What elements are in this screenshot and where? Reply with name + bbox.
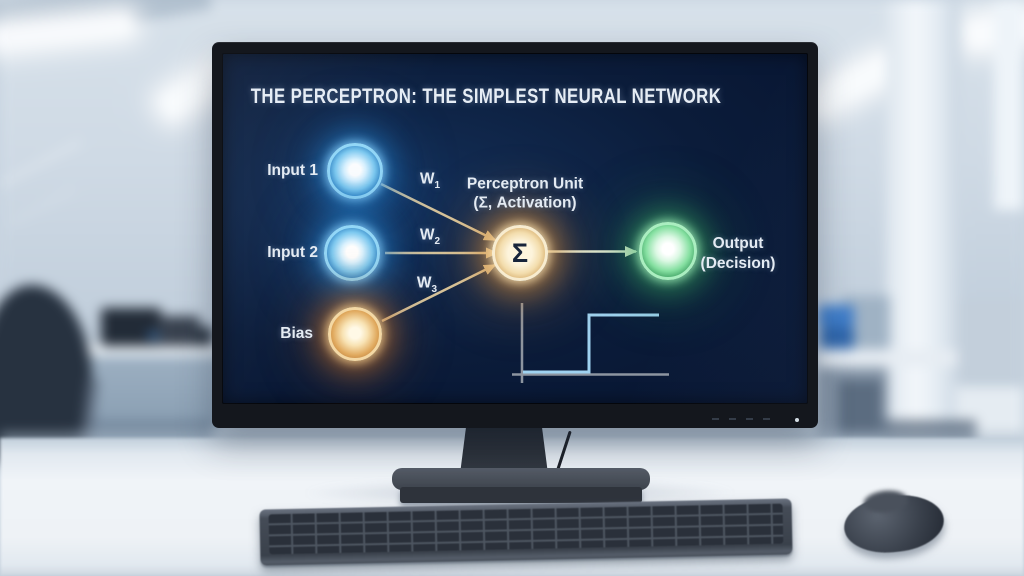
lab-equipment: [196, 327, 213, 346]
monitor-stand-base: [392, 468, 650, 490]
lab-equipment: [838, 380, 882, 438]
monitor-menu-button: [729, 418, 736, 420]
cabinet: [958, 300, 1024, 382]
bias-node: [328, 307, 382, 361]
w1-base: W: [419, 170, 435, 188]
monitor-stand-column: [460, 426, 548, 474]
input2-label: Input 2: [267, 244, 318, 261]
arrow-w1: [380, 182, 497, 242]
monitor: THE PERCEPTRON: THE SIMPLEST NEURAL NETW…: [212, 42, 818, 428]
lab-equipment-led: [148, 333, 159, 338]
input1-node: [327, 143, 383, 199]
weight-w1-label: W1: [420, 171, 440, 196]
blue-container: [820, 327, 854, 349]
perceptron-label-line1: Perceptron Unit: [466, 175, 584, 193]
perceptron-label-line2: (Σ, Activation): [473, 194, 577, 211]
weight-w2-label: W2: [420, 227, 440, 252]
w3-sub: 3: [431, 283, 438, 295]
w3-base: W: [416, 274, 432, 292]
keyboard-keys: [268, 503, 784, 555]
monitor-menu-button: [712, 418, 719, 420]
blue-container: [818, 305, 854, 327]
keyboard: [259, 498, 793, 566]
weight-w3-label: W3: [417, 275, 437, 300]
monitor-screen: THE PERCEPTRON: THE SIMPLEST NEURAL NETW…: [222, 53, 808, 404]
bias-label: Bias: [280, 325, 313, 342]
output-label-line1: Output: [712, 235, 764, 252]
step-function-curve: [523, 313, 659, 374]
diagram-title: THE PERCEPTRON: THE SIMPLEST NEURAL NETW…: [250, 85, 722, 108]
w2-base: W: [419, 226, 435, 244]
output-label: Output (Decision): [701, 234, 776, 274]
pillar: [886, 0, 960, 458]
diagram-connectors: [380, 182, 669, 383]
output-node: [639, 222, 697, 280]
output-label-line2: (Decision): [700, 255, 776, 272]
monitor-menu-button: [746, 418, 753, 420]
power-led: [795, 418, 799, 422]
w2-sub: 2: [434, 235, 441, 247]
perceptron-label: Perceptron Unit (Σ, Activation): [467, 176, 583, 213]
sigma-symbol: Σ: [511, 237, 529, 268]
bright-wall-edge: [994, 0, 1024, 210]
arrow-w3: [381, 263, 497, 323]
perceptron-node: Σ: [492, 225, 548, 281]
w1-sub: 1: [434, 179, 441, 191]
monitor-stand-base-front: [400, 487, 642, 503]
lab-equipment: [158, 316, 200, 346]
input2-node: [324, 225, 380, 281]
input1-label: Input 1: [267, 162, 318, 179]
monitor-menu-button: [763, 418, 770, 420]
lab-equipment: [101, 308, 161, 346]
